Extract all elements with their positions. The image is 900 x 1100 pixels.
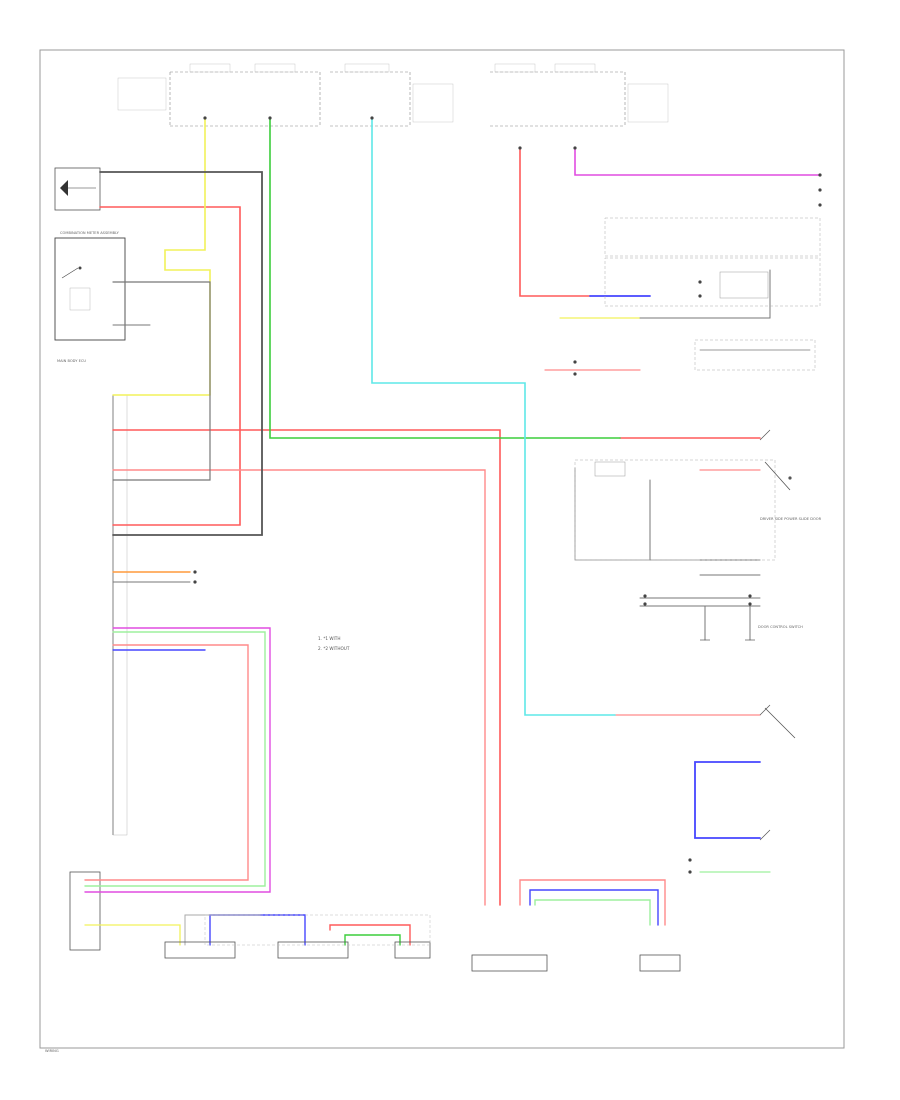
cyan-wires bbox=[371, 117, 616, 716]
ground-symbol-group bbox=[54, 167, 101, 211]
bottom-connectors bbox=[164, 914, 681, 972]
bottom-left-connector bbox=[69, 871, 101, 951]
right-switch-contacts bbox=[759, 429, 771, 841]
label-legend-2: 2. *2 WITHOUT bbox=[318, 646, 350, 651]
magenta-wires bbox=[84, 149, 821, 893]
label-combination-meter: COMBINATION METER ASSEMBLY bbox=[60, 231, 120, 235]
combination-meter-box bbox=[54, 237, 126, 341]
green-wires bbox=[84, 117, 771, 946]
diagram-frame bbox=[39, 49, 845, 1049]
label-driver-switch: DRIVER SIDE POWER SLIDE DOOR bbox=[760, 517, 822, 521]
label-main-body-ecu: MAIN BODY ECU bbox=[57, 359, 86, 363]
right-upper-components bbox=[604, 217, 821, 371]
label-door-control-switch: DOOR CONTROL SWITCH bbox=[758, 625, 803, 629]
label-legend-1: 1. *1 WITH bbox=[318, 636, 341, 641]
main-ecu-connector bbox=[112, 394, 128, 836]
red-wires bbox=[84, 149, 761, 946]
yellow-wires bbox=[84, 117, 641, 946]
top-right-fuse-group bbox=[490, 63, 669, 127]
splice-points bbox=[193, 116, 822, 874]
black-wires bbox=[99, 171, 811, 946]
top-middle-fuse-group bbox=[330, 63, 454, 127]
label-page-ref: WIRING bbox=[45, 1049, 59, 1053]
top-left-fuse-group bbox=[117, 63, 321, 127]
right-middle-components bbox=[574, 459, 796, 739]
